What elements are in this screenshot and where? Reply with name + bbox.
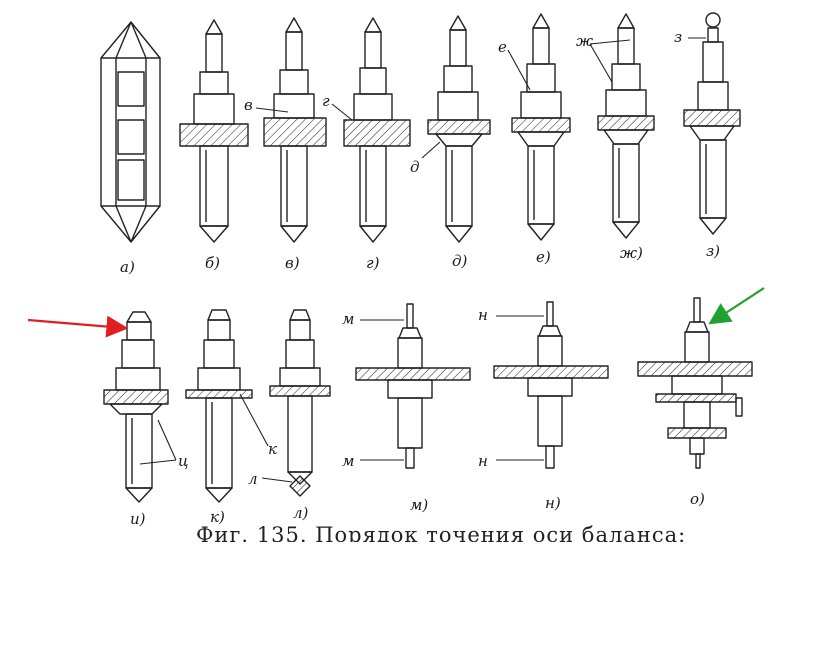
stage-zh [597,13,655,239]
figure-caption-text: Фиг. 135. Порядок точения оси баланса: [196,523,687,542]
stage-d [427,15,491,243]
stage-label-d: д) [452,252,468,270]
stage-b [179,19,249,243]
stage-label-e: е) [536,248,551,266]
stage-label-a: а) [120,258,135,276]
stage-i [103,311,169,503]
stage-label-b: б) [205,254,220,272]
figure-caption: Фиг. 135. Порядок точения оси баланса: [196,518,696,542]
stage-l [269,309,331,497]
stage-e [511,13,571,241]
callout-m-bottom: м [342,452,354,470]
stage-label-g: г) [366,254,380,272]
stage-k [185,309,253,503]
stage-label-z: з) [706,242,720,260]
stage-g [343,17,411,243]
callout-l: л [248,470,258,488]
stage-z [683,12,741,235]
stage-label-o: о) [690,490,705,508]
callout-d: д [410,158,420,176]
callout-letters: в г д е ж з ц к л м м н н [178,28,682,488]
stage-a-blank [100,21,161,243]
stage-v [263,17,327,243]
red-annotation-arrow [27,315,129,338]
callout-zh: ж [576,32,593,50]
stage-label-k: к) [210,508,225,526]
stage-n [493,301,609,469]
callout-ts: ц [178,452,188,470]
callout-e: е [498,38,507,56]
callout-g: г [322,92,330,110]
stage-label-zh: ж) [620,244,643,262]
callout-n-bottom: н [478,452,488,470]
callout-n-top: н [478,306,488,324]
callout-z: з [674,28,682,46]
callout-m-top: м [342,310,354,328]
green-annotation-arrow [708,287,765,325]
leader-lines [139,37,706,483]
stage-label-l: л) [293,504,309,522]
callout-k: к [268,440,277,458]
stage-m [355,303,471,469]
callout-v: в [244,96,253,114]
stage-label-i: и) [130,510,146,528]
stage-label-v: в) [285,254,300,272]
stage-o [637,297,753,469]
stage-label-n: н) [545,494,561,512]
stage-labels: а) б) в) г) д) е) ж) з) и) к) л) м) н) о… [120,242,720,528]
stage-label-m: м) [410,496,428,514]
